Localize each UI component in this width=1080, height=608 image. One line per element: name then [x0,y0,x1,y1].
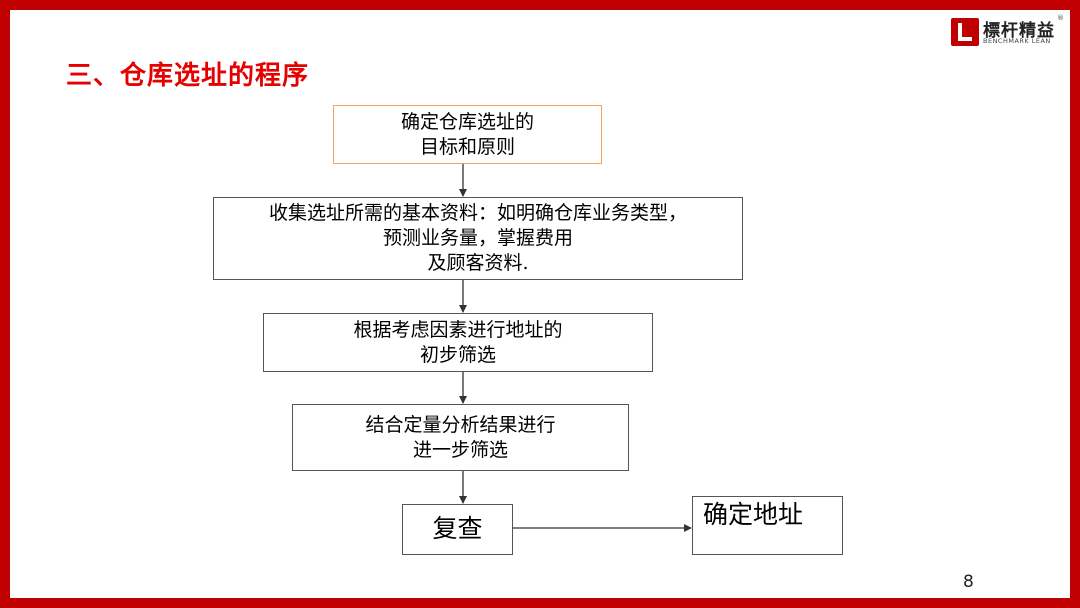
logo-name-en: BENCHMARK LEAN [983,37,1051,45]
step-review: 复查 [402,504,513,555]
flow-arrows [459,164,692,532]
step-quantitative-screening: 结合定量分析结果进行 进一步筛选 [292,404,629,471]
step-collect-data: 收集选址所需的基本资料：如明确仓库业务类型， 预测业务量，掌握费用 及顾客资料. [213,197,743,280]
slide: 三、仓库选址的程序 標杆精益 BENCHMARK LEAN ® 确定仓库选址的 … [10,10,1070,598]
logo-name-cn: 標杆精益 [983,21,1055,41]
brand-logo: 標杆精益 BENCHMARK LEAN ® [949,14,1069,58]
page-title: 三、仓库选址的程序 [66,61,310,91]
logo-mark-icon [951,18,979,46]
step-initial-screening: 根据考虑因素进行地址的 初步筛选 [263,313,653,372]
page-number: 8 [963,572,974,592]
step-define-goals: 确定仓库选址的 目标和原则 [333,105,602,164]
result-confirm-site: 确定地址 [692,496,843,555]
registered-mark: ® [1057,14,1064,22]
